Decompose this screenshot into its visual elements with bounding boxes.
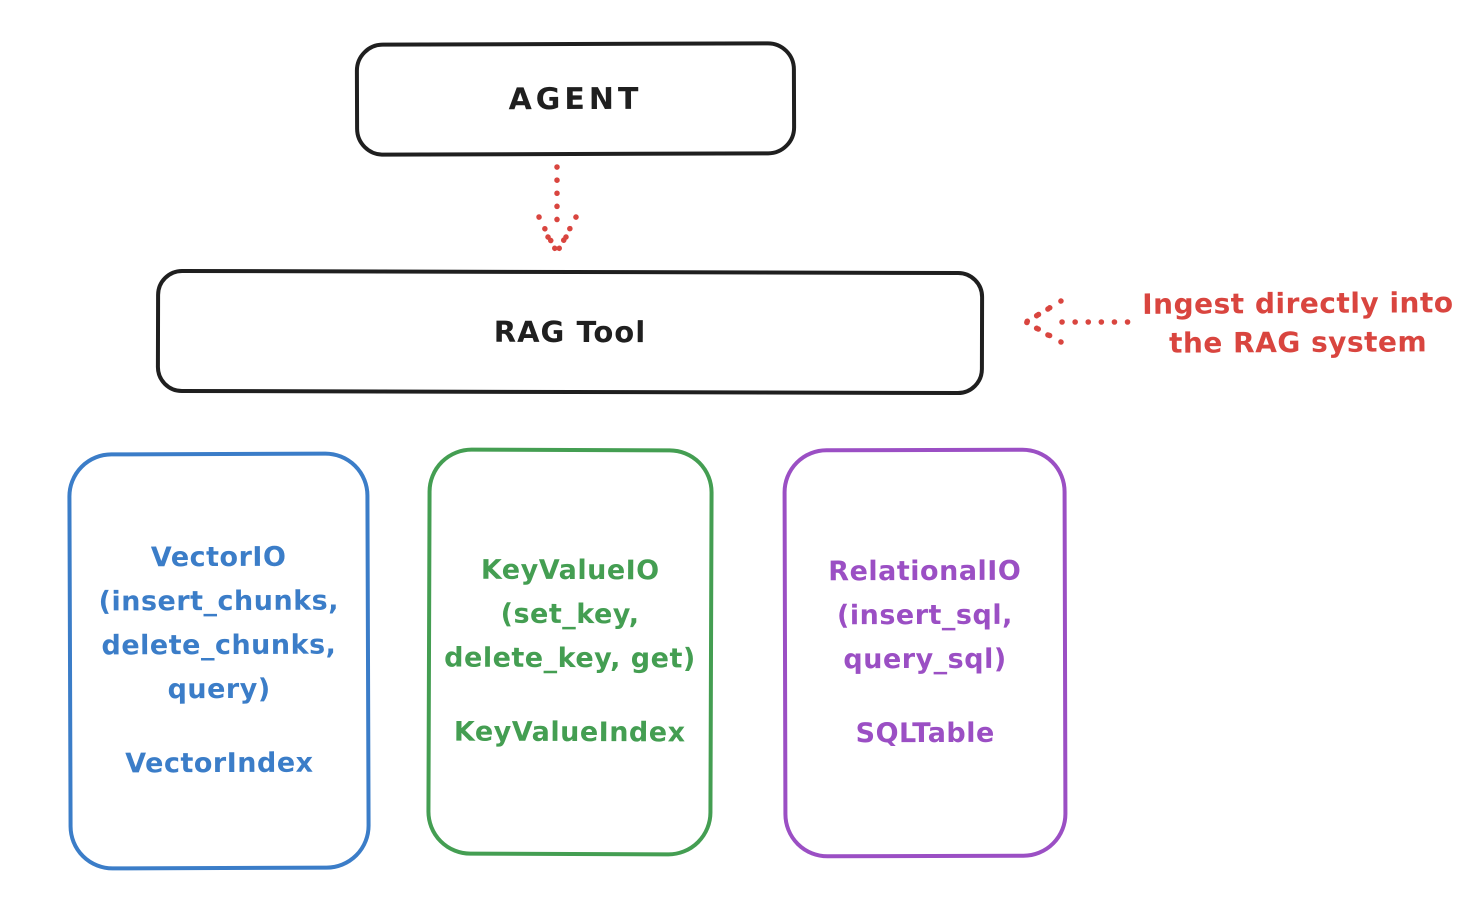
- vector-io-methods-line1: (insert_chunks,: [98, 585, 340, 618]
- vector-io-methods-line2: delete_chunks,: [101, 629, 337, 662]
- ingest-annotation: Ingest directly into the RAG system: [1120, 283, 1476, 363]
- rag-tool-node: RAG Tool: [155, 268, 985, 396]
- vector-io-title: VectorIO: [150, 541, 287, 574]
- vector-io-box: VectorIO (insert_chunks, delete_chunks, …: [67, 451, 371, 871]
- relational-io-methods-line2: query_sql): [843, 643, 1007, 676]
- relational-io-methods-line1: (insert_sql,: [836, 599, 1013, 632]
- sql-table-label: SQLTable: [855, 717, 995, 750]
- key-value-io-title: KeyValueIO: [480, 554, 660, 587]
- agent-label: AGENT: [508, 81, 643, 117]
- key-value-index-label: KeyValueIndex: [453, 716, 686, 749]
- agent-to-rag-arrow: [536, 164, 579, 255]
- key-value-io-methods-line1: (set_key,: [500, 598, 640, 631]
- vector-index-label: VectorIndex: [125, 747, 314, 780]
- ingest-annotation-line1: Ingest directly into: [1142, 286, 1454, 321]
- relational-io-box: RelationalIO (insert_sql, query_sql) SQL…: [782, 447, 1068, 859]
- agent-node: AGENT: [354, 41, 797, 157]
- ingest-annotation-line2: the RAG system: [1168, 325, 1428, 360]
- relational-io-title: RelationalIO: [828, 555, 1022, 588]
- vector-io-methods-line3: query): [167, 673, 271, 706]
- key-value-io-box: KeyValueIO (set_key, delete_key, get) Ke…: [426, 447, 714, 857]
- rag-tool-label: RAG Tool: [493, 314, 647, 350]
- ingest-arrow: [1023, 298, 1131, 345]
- key-value-io-methods-line2: delete_key, get): [444, 642, 696, 675]
